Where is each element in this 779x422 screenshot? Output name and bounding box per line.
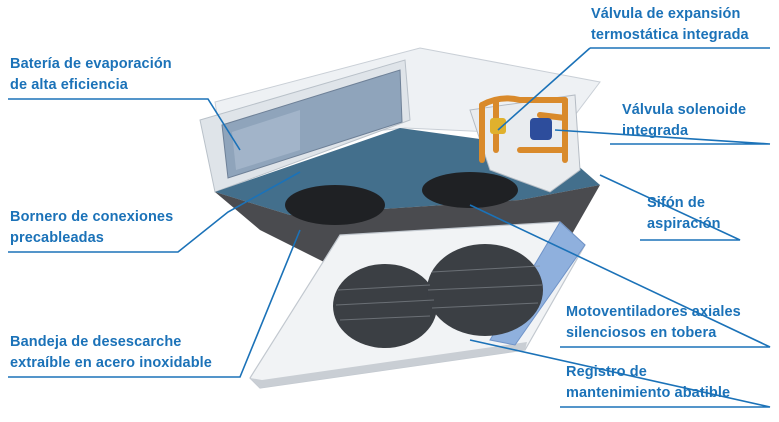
leader-terminal [8, 171, 301, 253]
label-maintenance-hatch: Registro de mantenimiento abatible [566, 362, 730, 404]
coil-highlight [232, 110, 300, 170]
label-line: Batería de evaporación [10, 56, 172, 72]
expansion-valve-body [490, 118, 506, 134]
leader-battery [8, 98, 241, 151]
leader-solenoid [554, 129, 771, 145]
fan-grille-right [427, 244, 543, 336]
label-suction-siphon: Sifón de aspiración [647, 193, 721, 235]
label-fan-motors: Motoventiladores axiales silenciosos en … [566, 302, 741, 344]
label-expansion-valve: Válvula de expansión termostática integr… [591, 4, 749, 46]
label-evaporator-battery: Batería de evaporación de alta eficienci… [10, 54, 172, 96]
label-solenoid-valve: Válvula solenoide integrada [622, 100, 746, 142]
label-terminal-block: Bornero de conexiones precableadas [10, 207, 173, 249]
label-line: extraíble en acero inoxidable [10, 355, 212, 371]
label-line: silenciosos en tobera [566, 325, 717, 341]
leader-fans [469, 204, 771, 348]
label-line: Bandeja de desescarche [10, 334, 182, 350]
label-line: Bornero de conexiones [10, 209, 174, 225]
label-line: termostática integrada [591, 27, 749, 43]
fan-disc-left [285, 185, 385, 225]
label-line: precableadas [10, 230, 104, 246]
label-line: Válvula de expansión [591, 6, 741, 22]
fan-grille-left [333, 264, 437, 348]
label-line: de alta eficiencia [10, 77, 128, 93]
solenoid-valve-body [530, 118, 552, 140]
leader-tray [8, 229, 301, 378]
label-line: Registro de [566, 364, 647, 380]
leader-hatch [469, 339, 771, 408]
label-line: Válvula solenoide [622, 102, 747, 118]
label-line: Sifón de [647, 195, 705, 211]
leader-expansion-diag [497, 47, 591, 131]
leader-lines [8, 47, 771, 408]
label-defrost-tray: Bandeja de desescarche extraíble en acer… [10, 332, 212, 374]
hatch-edge [250, 342, 527, 388]
label-line: integrada [622, 123, 689, 139]
fan-grilles [333, 244, 543, 348]
fan-disc-right [422, 172, 518, 208]
label-line: aspiración [647, 216, 721, 232]
label-line: mantenimiento abatible [566, 385, 731, 401]
label-line: Motoventiladores axiales [566, 304, 741, 320]
leader-siphon [599, 174, 741, 241]
